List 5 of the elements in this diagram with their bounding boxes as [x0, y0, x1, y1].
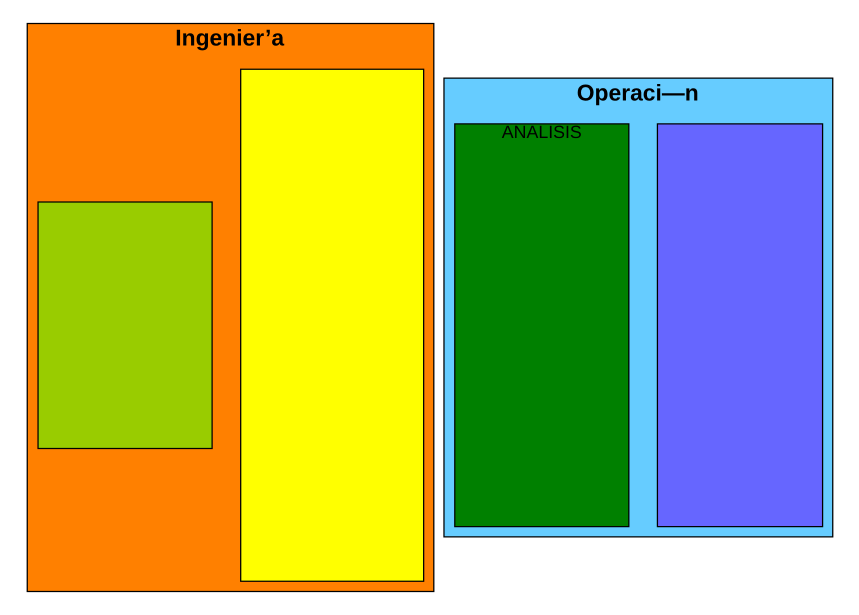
cluster: Ingenier’a [26, 22, 434, 592]
node-box: ANALISIS [454, 123, 629, 528]
node-box [656, 123, 823, 528]
node-box [240, 68, 424, 582]
node-box [36, 201, 212, 450]
